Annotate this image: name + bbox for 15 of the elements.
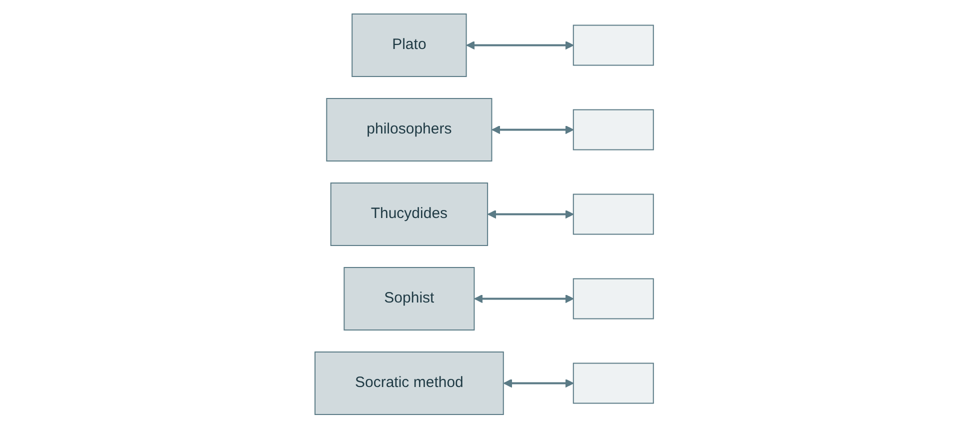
arrow xyxy=(503,379,574,388)
node-box: Socratic method xyxy=(314,352,504,416)
arrow xyxy=(492,126,574,134)
node-box xyxy=(572,278,654,320)
node-box xyxy=(572,194,654,235)
node-box xyxy=(572,110,654,150)
node-box: Thucydides xyxy=(330,182,488,246)
node-box xyxy=(572,25,654,66)
node-box xyxy=(572,363,654,404)
arrow xyxy=(466,41,574,50)
node-box: Sophist xyxy=(343,267,475,331)
node-box: philosophers xyxy=(326,98,492,162)
node-box: Plato xyxy=(351,14,467,78)
arrow xyxy=(487,210,574,219)
arrow xyxy=(474,294,574,304)
